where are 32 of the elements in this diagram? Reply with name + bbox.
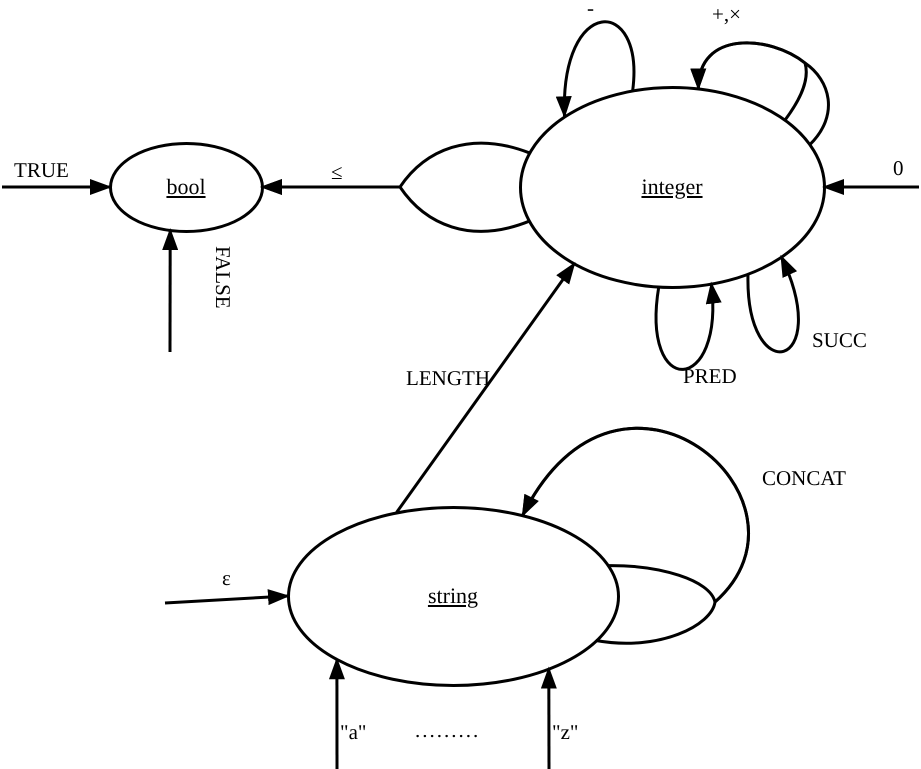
edge-label: "z" [552, 722, 578, 743]
edge-label: TRUE [14, 160, 69, 181]
sort-ellipse [108, 142, 264, 232]
arrow [260, 179, 530, 233]
edge-label: PRED [683, 366, 737, 387]
edge-label: LENGTH [406, 368, 490, 389]
arrow [2, 179, 112, 195]
ellipsis-label: ......... [415, 720, 480, 741]
arrow [556, 20, 636, 118]
arrow [540, 666, 557, 769]
arrow [654, 282, 720, 371]
edge-label: CONCAT [762, 468, 846, 489]
edge-label: ≤ [331, 162, 343, 183]
arrow [395, 262, 576, 514]
edge-label: FALSE [212, 246, 233, 309]
node-label: bool [166, 174, 206, 200]
edge-label: SUCC [812, 330, 867, 351]
node-label: string [428, 583, 478, 609]
arrow [822, 179, 919, 195]
arrow [164, 589, 290, 606]
edge-label: - [587, 0, 594, 19]
edge-label: ε [222, 568, 231, 589]
arrow [746, 254, 800, 353]
node-label: integer [641, 174, 703, 200]
sort-ellipse [518, 86, 826, 288]
arrow [162, 228, 178, 352]
arrow [521, 427, 749, 645]
edge-label: +,× [712, 4, 741, 25]
edge-label: 0 [893, 158, 904, 179]
arrow [692, 41, 830, 146]
edge-label: "a" [340, 722, 366, 743]
sort-ellipse [286, 506, 620, 686]
